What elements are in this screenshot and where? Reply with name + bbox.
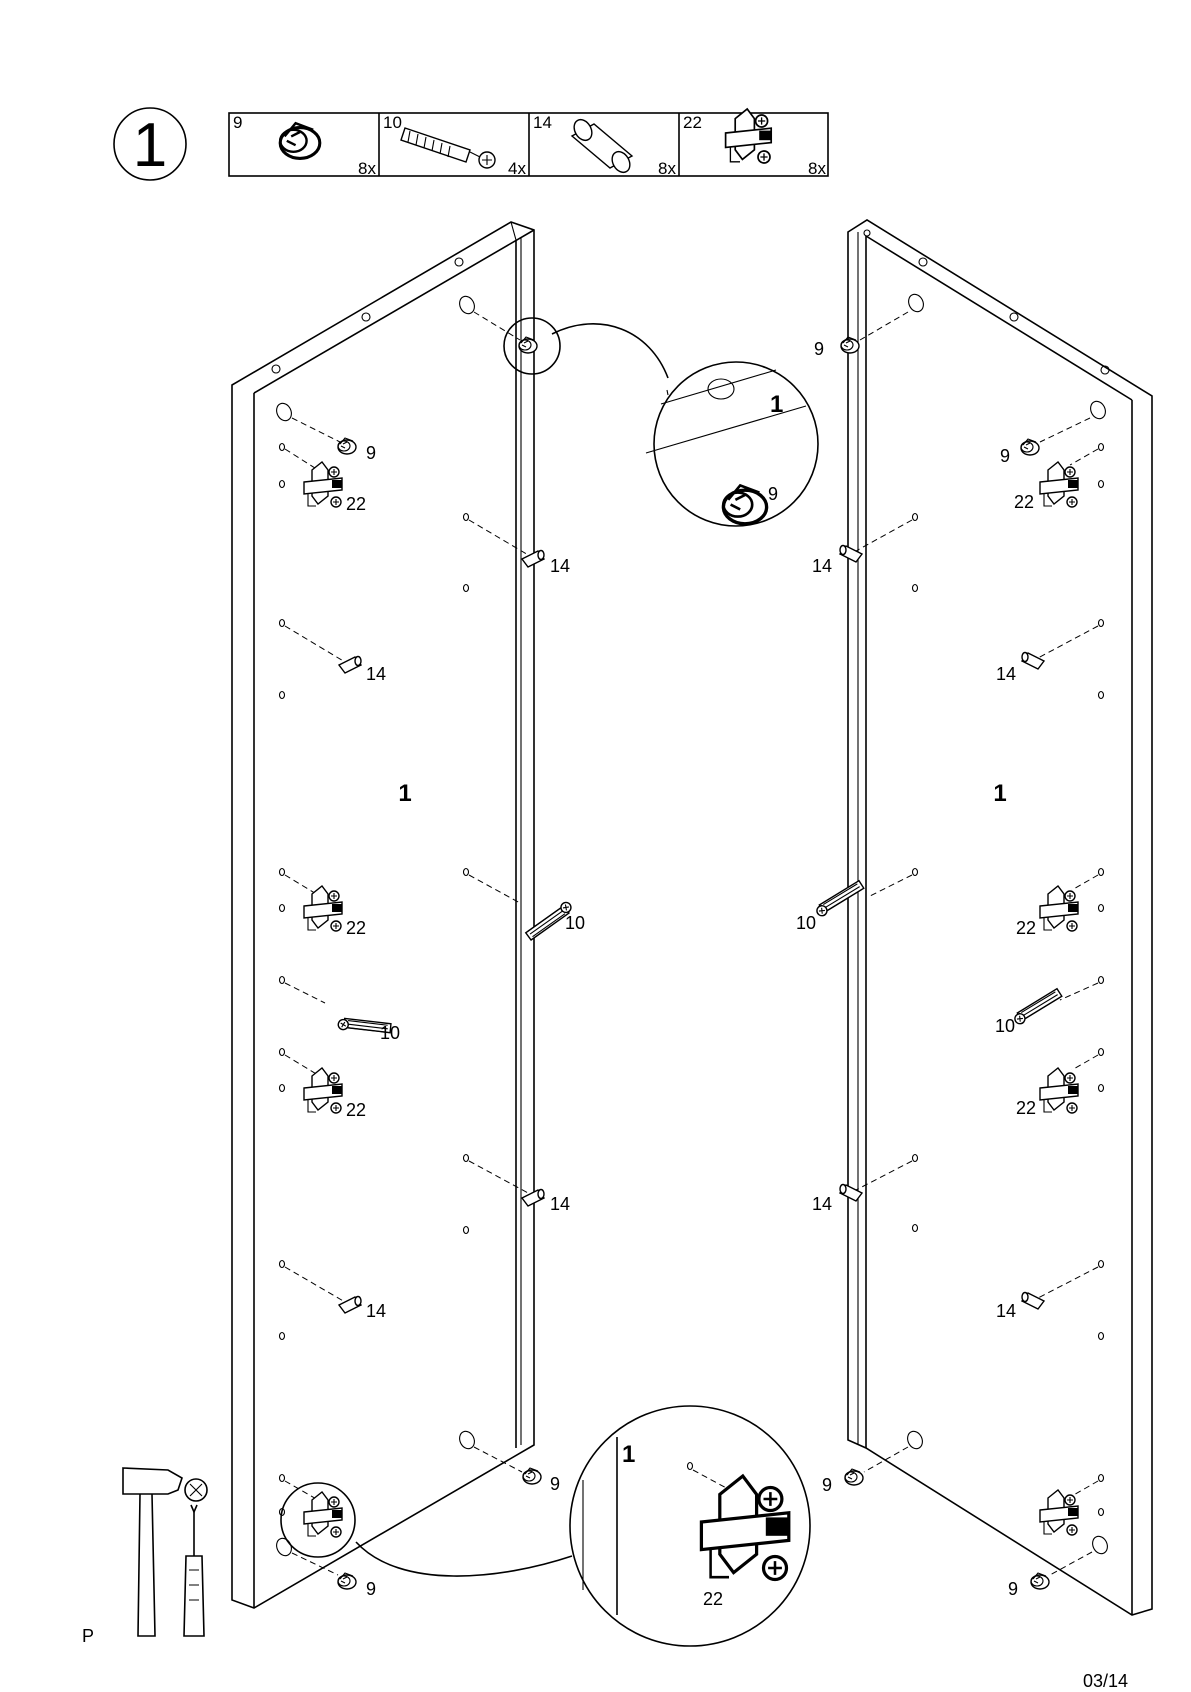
hinge-plate-icon <box>1040 1068 1078 1113</box>
part-9-qty: 8x <box>358 159 376 178</box>
cam-lock-icon <box>1021 439 1039 455</box>
left-bolt-callout: 10 <box>565 913 585 933</box>
part-10-id: 10 <box>383 113 402 132</box>
wooden-dowel-icon <box>339 657 361 674</box>
part-10-qty: 4x <box>508 159 526 178</box>
part-9-id: 9 <box>233 113 242 132</box>
part-14-qty: 8x <box>658 159 676 178</box>
right-hinge-callout: 22 <box>1014 492 1034 512</box>
detail-cam-callout: 9 <box>768 484 778 504</box>
detail-top-panel-label: 1 <box>770 391 783 418</box>
right-dowel-callout: 14 <box>996 1301 1016 1321</box>
left-panel-label: 1 <box>398 780 411 807</box>
hinge-plate-icon <box>701 1476 788 1580</box>
right-dowel-callout: 14 <box>812 556 832 576</box>
left-dowel-callout: 14 <box>550 1194 570 1214</box>
no-power-drill-icon <box>185 1479 207 1501</box>
cam-detail-magnifier: 1 9 <box>552 324 818 526</box>
dowel-bolt-icon <box>1012 988 1064 1024</box>
left-cam-callout: 9 <box>366 1579 376 1599</box>
wooden-dowel-icon <box>1022 1293 1044 1310</box>
step-number: 1 <box>133 111 167 180</box>
right-cam-callout: 9 <box>822 1475 832 1495</box>
hinge-plate-icon <box>304 1068 342 1113</box>
right-cam-callout: 9 <box>814 339 824 359</box>
right-cam-callout: 9 <box>1000 446 1010 466</box>
part-22-qty: 8x <box>808 159 826 178</box>
detail-bottom-panel-label: 1 <box>622 1441 635 1468</box>
wooden-dowel-icon <box>840 546 862 563</box>
right-dowel-callout: 14 <box>812 1194 832 1214</box>
left-hinge-callout: 22 <box>346 1100 366 1120</box>
cam-lock-icon <box>841 337 859 353</box>
hinge-plate-icon <box>1040 462 1078 507</box>
right-hinge-callout: 22 <box>1016 918 1036 938</box>
hinge-plate-icon <box>304 462 342 507</box>
left-dowel-callout: 14 <box>366 664 386 684</box>
left-dowel-callout: 14 <box>550 556 570 576</box>
hinge-plate-icon <box>1040 1490 1078 1535</box>
tools-group <box>123 1468 207 1636</box>
page-number: 03/14 <box>1083 1671 1128 1692</box>
screwdriver-icon <box>184 1505 204 1636</box>
left-hinge-callout: 22 <box>346 918 366 938</box>
hinge-plate-icon <box>304 886 342 931</box>
left-hinge-callout: 22 <box>346 494 366 514</box>
hinge-detail-magnifier: 1 22 <box>356 1406 810 1646</box>
left-panel-hardware: 9 22 14 14 10 22 10 22 <box>274 294 585 1599</box>
part-22-id: 22 <box>683 113 702 132</box>
cam-lock-icon <box>338 438 356 454</box>
cam-lock-icon <box>723 485 766 523</box>
left-cam-callout: 9 <box>366 443 376 463</box>
left-bolt-callout: 10 <box>380 1023 400 1043</box>
cam-lock-icon <box>280 123 320 158</box>
hinge-plate-icon <box>304 1492 342 1537</box>
left-side-panel: 1 <box>232 222 534 1608</box>
step-number-badge: 1 <box>114 108 186 180</box>
detail-hinge-callout: 22 <box>703 1589 723 1609</box>
cam-lock-icon <box>338 1573 356 1589</box>
right-side-panel: 1 <box>848 220 1152 1615</box>
hammer-icon <box>123 1468 182 1636</box>
parts-box: 9 8x 10 4x 14 8x 22 8x <box>229 109 828 178</box>
right-dowel-callout: 14 <box>996 664 1016 684</box>
left-cam-callout: 9 <box>550 1474 560 1494</box>
footer-left-mark: P <box>82 1626 94 1647</box>
left-dowel-callout: 14 <box>366 1301 386 1321</box>
cam-lock-icon <box>845 1469 863 1485</box>
hinge-plate-icon <box>726 109 772 163</box>
right-cam-callout: 9 <box>1008 1579 1018 1599</box>
wooden-dowel-icon <box>1022 653 1044 670</box>
wooden-dowel-icon <box>339 1297 361 1314</box>
cam-lock-icon <box>1031 1573 1049 1589</box>
right-bolt-callout: 10 <box>995 1016 1015 1036</box>
hinge-plate-icon <box>1040 886 1078 931</box>
right-hinge-callout: 22 <box>1016 1098 1036 1118</box>
right-bolt-callout: 10 <box>796 913 816 933</box>
wooden-dowel-icon <box>840 1185 862 1202</box>
dowel-bolt-icon <box>401 128 495 168</box>
right-panel-hardware: 9 9 22 14 14 10 22 10 22 <box>796 292 1110 1599</box>
part-14-id: 14 <box>533 113 552 132</box>
right-panel-label: 1 <box>993 780 1006 807</box>
wooden-dowel-icon <box>571 116 634 175</box>
cam-lock-icon <box>523 1468 541 1484</box>
